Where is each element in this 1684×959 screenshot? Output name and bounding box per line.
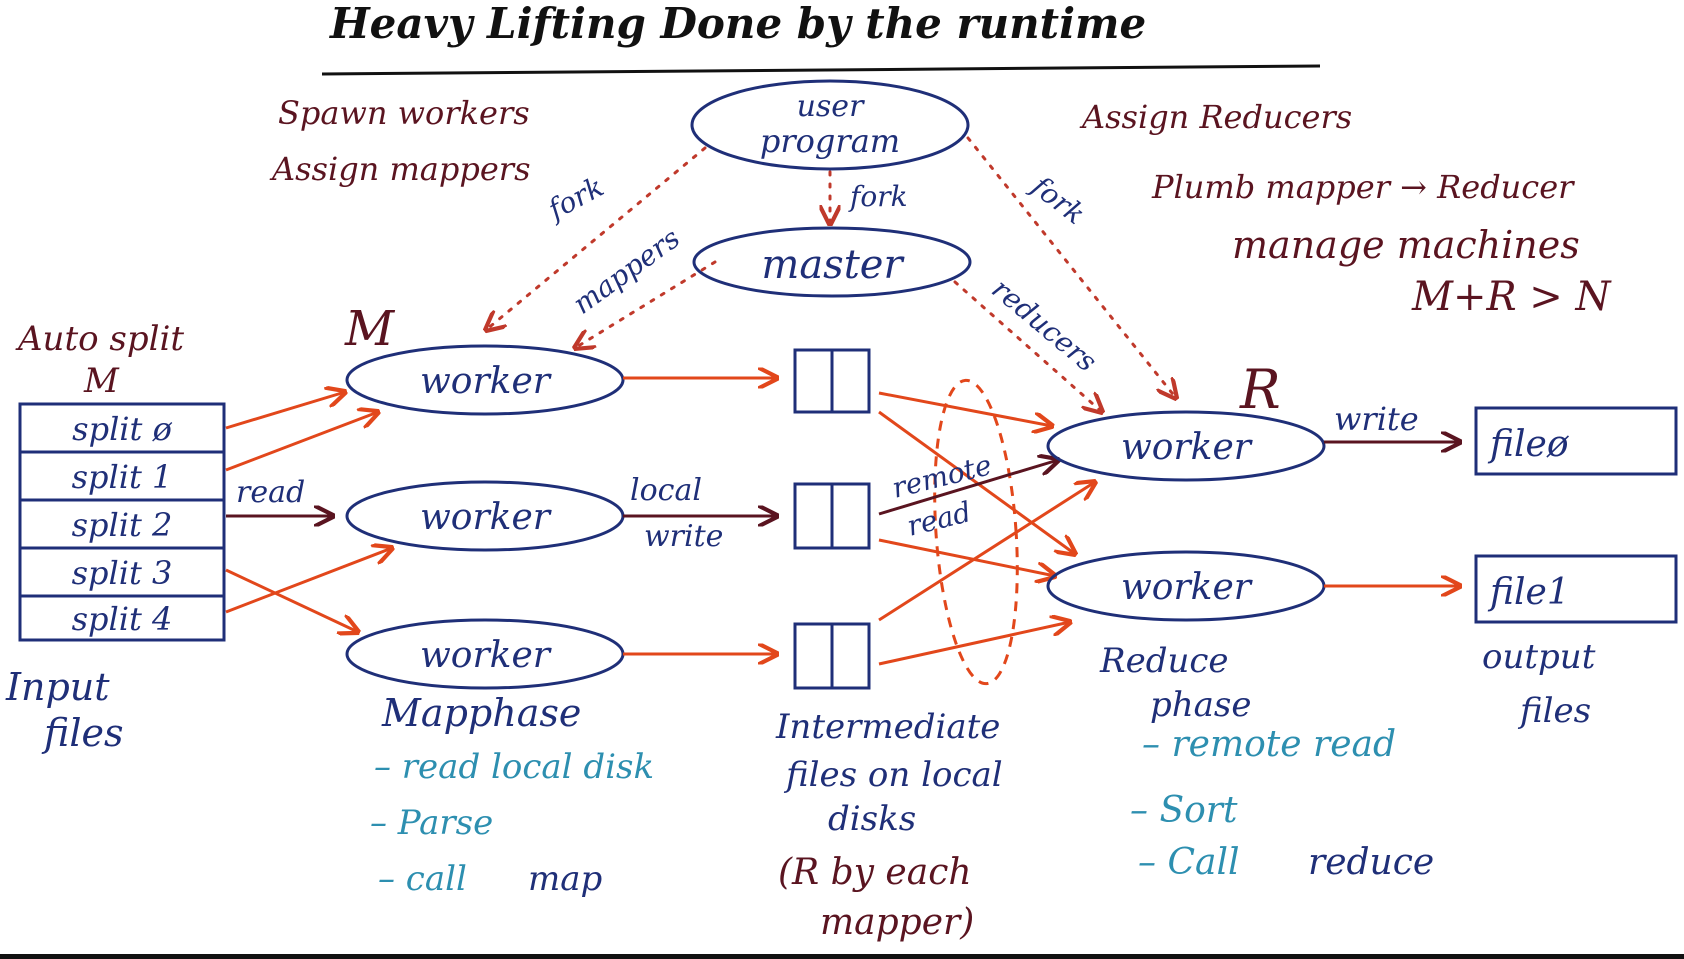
intermediate-file-3 bbox=[793, 622, 871, 690]
intermediate-note-line1: (R by each bbox=[778, 852, 972, 893]
auto-split-m: M bbox=[83, 361, 120, 401]
map-worker-2-label: worker bbox=[420, 497, 552, 538]
fork-arrow-to-map-worker bbox=[486, 146, 707, 330]
arrow-split1-to-worker1 bbox=[225, 412, 378, 472]
input-splits: split ø split 1 split 2 split 3 split 4 bbox=[18, 402, 226, 642]
split-label-4: split 4 bbox=[72, 600, 173, 638]
intermediate-line1: Intermediate bbox=[775, 707, 1000, 747]
output-file-0-label: fileø bbox=[1487, 424, 1570, 465]
note-plumb: Plumb mapper → Reducer bbox=[1151, 168, 1575, 206]
auto-split-label: Auto split bbox=[15, 319, 184, 359]
split-label-2: split 2 bbox=[72, 506, 173, 544]
split-label-0: split ø bbox=[72, 410, 172, 448]
input-files-line1: Input bbox=[5, 665, 110, 709]
user-program-node bbox=[690, 79, 970, 171]
intermediate-note-line2: mapper) bbox=[820, 902, 974, 943]
reduce-phase-title-line2: phase bbox=[1150, 685, 1252, 725]
r-label: R bbox=[1239, 358, 1281, 421]
intermediate-file-1 bbox=[793, 348, 871, 414]
map-phase-map-word: map bbox=[528, 859, 602, 899]
map-phase-step-3: – call bbox=[378, 859, 467, 899]
note-spawn-workers: Spawn workers bbox=[278, 94, 530, 132]
intermediate-line2: files on local bbox=[783, 755, 1003, 795]
arrow-file3-to-reducer2 bbox=[878, 622, 1070, 666]
arrow-file2-to-reducer1 bbox=[878, 460, 1058, 516]
title: Heavy Lifting Done by the runtime bbox=[329, 0, 1146, 48]
bottom-edge bbox=[0, 954, 1684, 959]
note-manage-machines: manage machines bbox=[1232, 223, 1580, 267]
map-worker-3-label: worker bbox=[420, 635, 552, 676]
arrow-split4-to-worker2 bbox=[225, 548, 392, 614]
user-program-line1: user bbox=[797, 89, 865, 124]
note-assign-reducers: Assign Reducers bbox=[1079, 98, 1352, 136]
reduce-worker-1 bbox=[1046, 410, 1326, 482]
arrow-file3-to-reducer1 bbox=[878, 482, 1095, 622]
master-arrow-to-reducers bbox=[953, 280, 1102, 412]
user-program-line2: program bbox=[760, 122, 900, 160]
intermediate-file-2 bbox=[793, 482, 871, 550]
input-files-line2: files bbox=[41, 711, 124, 755]
m-label: M bbox=[344, 301, 396, 357]
partition-dashed-ellipse bbox=[933, 378, 1019, 686]
output-label-line1: output bbox=[1482, 637, 1596, 677]
split-label-3: split 3 bbox=[72, 554, 173, 592]
fork-arrow-to-reduce-worker bbox=[966, 136, 1176, 398]
reduce-worker-2-label: worker bbox=[1121, 567, 1253, 608]
local-write-label: write bbox=[644, 519, 723, 554]
master-arrow-to-mappers bbox=[575, 260, 717, 348]
fork-label-left: fork bbox=[541, 170, 609, 227]
reduce-phase-reduce-word: reduce bbox=[1308, 842, 1434, 883]
arrow-file2-to-reducer2 bbox=[878, 538, 1055, 576]
output-file-1-label: file1 bbox=[1487, 572, 1570, 613]
arrow-split3-to-worker3 bbox=[225, 568, 358, 632]
arrow-split0-to-worker1 bbox=[225, 392, 345, 430]
reduce-phase-step-3: – Call bbox=[1138, 842, 1239, 883]
fork-label-center: fork bbox=[848, 180, 908, 213]
output-file-1 bbox=[1474, 554, 1678, 624]
read-label: read bbox=[236, 475, 305, 510]
map-phase-step-2: – Parse bbox=[370, 803, 493, 843]
master-node bbox=[692, 226, 972, 298]
reduce-phase-step-2: – Sort bbox=[1130, 790, 1238, 831]
split-label-1: split 1 bbox=[72, 458, 173, 496]
output-file-0 bbox=[1474, 406, 1678, 476]
local-label: local bbox=[630, 473, 702, 508]
master-label: master bbox=[761, 242, 905, 288]
map-worker-1 bbox=[345, 344, 625, 416]
note-m-plus-r: M+R > N bbox=[1411, 274, 1613, 320]
map-phase-title: Mapphase bbox=[381, 691, 581, 735]
mappers-label: mappers bbox=[567, 221, 686, 320]
write-label: write bbox=[1334, 400, 1419, 438]
reduce-phase-title-line1: Reduce bbox=[1099, 641, 1229, 681]
title-underline bbox=[321, 64, 1321, 76]
intermediate-line3: disks bbox=[828, 799, 916, 839]
reduce-worker-1-label: worker bbox=[1121, 427, 1253, 468]
map-worker-1-label: worker bbox=[420, 361, 552, 402]
reduce-phase-step-1: – remote read bbox=[1142, 724, 1396, 765]
arrow-file1-to-reducer1 bbox=[878, 391, 1052, 426]
map-phase-step-1: – read local disk bbox=[374, 747, 654, 787]
output-label-line2: files bbox=[1517, 691, 1591, 731]
note-assign-mappers: Assign mappers bbox=[269, 150, 531, 188]
split-box-4 bbox=[18, 594, 226, 642]
